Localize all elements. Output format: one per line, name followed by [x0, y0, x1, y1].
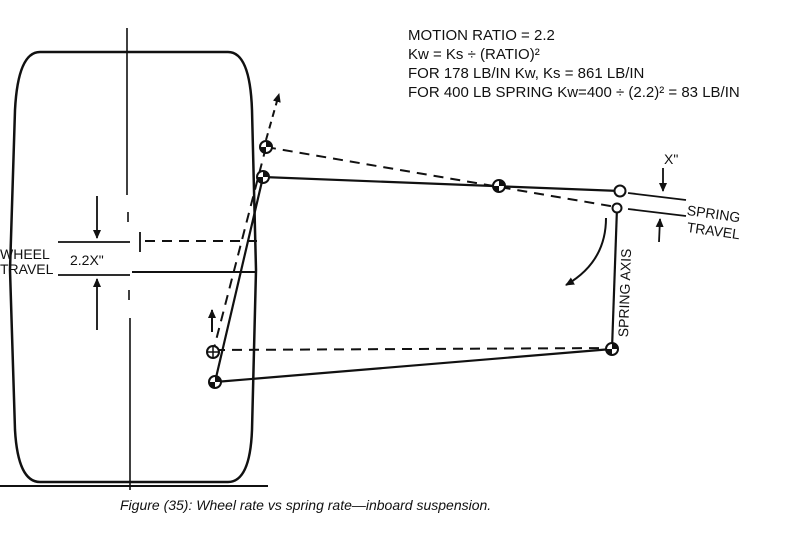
upper-arm-solid	[262, 175, 621, 193]
case-400-text: FOR 400 LB SPRING Kw=400 ÷ (2.2)² = 83 L…	[408, 84, 740, 101]
rocker-bottom-joint	[611, 202, 623, 214]
formula-block: MOTION RATIO = 2.2 Kw = Ks ÷ (RATIO)² FO…	[408, 26, 740, 102]
figure-caption: Figure (35): Wheel rate vs spring rate—i…	[120, 497, 492, 513]
rocker-top-joint	[613, 184, 627, 198]
upright-top-joint-dashed	[259, 140, 273, 154]
spring-travel-dimension	[627, 168, 687, 243]
wheel-travel-amount: 2.2X"	[70, 252, 104, 268]
spring-axis-line	[610, 207, 619, 350]
lower-pivot-joint	[605, 342, 619, 356]
wheel-travel-label-2: TRAVEL	[0, 261, 54, 277]
upright-bottom-joint	[208, 375, 222, 389]
spring-travel-amount: X"	[664, 151, 679, 167]
kw-formula-text: Kw = Ks ÷ (RATIO)²	[408, 46, 540, 63]
rocker-rotation-arrow	[565, 217, 607, 286]
upright-solid	[213, 176, 265, 383]
upright-up-arrow	[265, 93, 281, 141]
pivot-joints	[206, 140, 627, 389]
spring-axis-label: SPRING AXIS	[615, 248, 635, 338]
dashed-projections	[145, 240, 613, 351]
motion-ratio-text: MOTION RATIO = 2.2	[408, 27, 555, 44]
wheel-travel-label-1: WHEEL	[0, 246, 50, 262]
wheel-travel-dimension	[58, 196, 141, 330]
upright-top-joint	[256, 170, 270, 184]
upper-arm-dashed	[265, 146, 617, 208]
upper-arm-mid-joint	[492, 179, 506, 193]
tire-outline	[8, 50, 258, 484]
upright-dashed	[212, 146, 267, 353]
lower-arm-solid	[214, 347, 613, 384]
upright-bottom-joint-dashed	[206, 345, 220, 359]
wheel-centerline	[126, 28, 131, 490]
case-178-text: FOR 178 LB/IN Kw, Ks = 861 LB/IN	[408, 65, 645, 82]
